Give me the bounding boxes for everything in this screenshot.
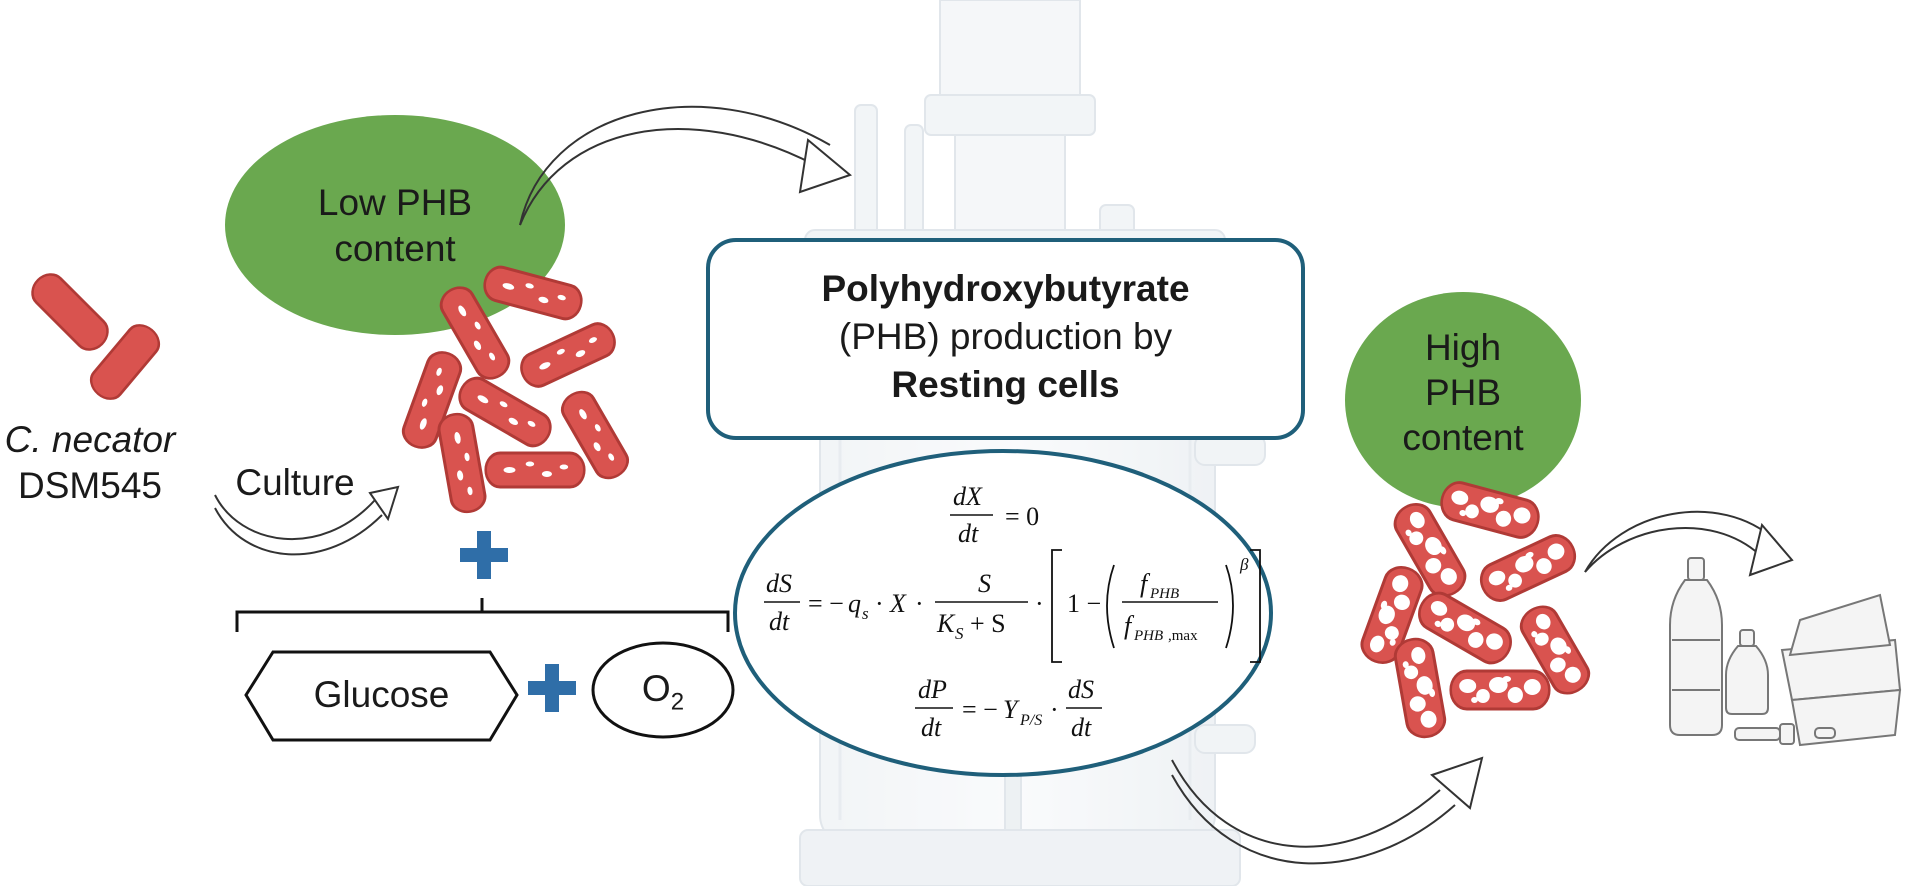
- high-phb-line1: High: [1424, 327, 1502, 368]
- glucose-label: Glucose: [313, 674, 450, 715]
- svg-text:S: S: [955, 624, 964, 643]
- curved-arrow-icon: [214, 485, 400, 556]
- svg-text:= −: = −: [808, 589, 844, 618]
- svg-text:dS: dS: [1068, 675, 1094, 704]
- svg-text:dX: dX: [953, 482, 983, 511]
- low-phb-label: Low PHB content: [280, 180, 510, 273]
- svg-text:Y: Y: [1003, 695, 1020, 724]
- svg-text:s: s: [862, 604, 869, 623]
- glucose-shape: [244, 650, 519, 742]
- oxygen-subscript: 2: [670, 688, 685, 716]
- equation-substrate: dS dt = − q s · X · S K S + S · 1 − f PH…: [764, 549, 1261, 663]
- oxygen-shape: [591, 641, 735, 739]
- svg-text:β: β: [1239, 555, 1249, 574]
- svg-text:·: ·: [1050, 695, 1059, 724]
- svg-text:dt: dt: [769, 607, 790, 636]
- svg-text:1 −: 1 −: [1067, 589, 1101, 618]
- high-phb-cell-cluster: [1355, 477, 1597, 742]
- svg-text:,max: ,max: [1168, 628, 1198, 644]
- process-middle: (PHB) production by: [838, 316, 1173, 358]
- plus-icon: [528, 664, 576, 712]
- svg-text:dt: dt: [958, 519, 979, 548]
- svg-text:K: K: [936, 609, 956, 638]
- low-phb-line2: content: [334, 228, 456, 270]
- curved-arrow-icon: [1584, 510, 1794, 577]
- high-phb-line2: PHB: [1424, 372, 1502, 414]
- equation-product: dP dt = − Y P/S · dS dt: [915, 675, 1102, 742]
- organism-name: C. necator: [4, 419, 176, 460]
- plastic-products-icon: [1669, 557, 1902, 747]
- high-phb-line3: content: [1402, 417, 1524, 459]
- svg-text:·: ·: [915, 589, 924, 618]
- svg-text:dt: dt: [921, 713, 942, 742]
- process-bottom: Resting cells: [891, 364, 1120, 406]
- svg-text:dS: dS: [766, 569, 792, 598]
- process-box-text: Polyhydroxybutyrate (PHB) production by …: [708, 265, 1303, 409]
- plus-icon: [460, 531, 508, 579]
- svg-text:f: f: [1124, 611, 1135, 640]
- substrate-bracket: [235, 598, 730, 632]
- svg-text:P/S: P/S: [1019, 712, 1042, 729]
- svg-text:·: ·: [875, 589, 884, 618]
- svg-text:·: ·: [1035, 589, 1044, 618]
- svg-text:dP: dP: [918, 675, 947, 704]
- svg-text:PHB: PHB: [1133, 628, 1163, 644]
- svg-text:= 0: = 0: [1005, 502, 1039, 531]
- high-phb-label: High PHB content: [1363, 325, 1563, 460]
- culture-label: Culture: [235, 462, 355, 503]
- svg-text:dt: dt: [1071, 713, 1092, 742]
- low-phb-blob: [225, 115, 565, 335]
- svg-text:= −: = −: [962, 695, 998, 724]
- process-title: Polyhydroxybutyrate: [821, 268, 1190, 309]
- low-phb-line1: Low PHB: [317, 182, 473, 223]
- organism-label: C. necator DSM545: [0, 417, 210, 510]
- svg-text:+ S: + S: [970, 609, 1006, 638]
- model-ellipse: [733, 449, 1273, 777]
- svg-text:q: q: [848, 589, 861, 618]
- organism-strain: DSM545: [18, 465, 162, 507]
- svg-text:X: X: [889, 589, 907, 618]
- curved-arrow-icon: [519, 105, 853, 226]
- oxygen-symbol: O: [641, 668, 671, 709]
- oxygen-label: O2: [593, 666, 733, 717]
- high-phb-blob: [1345, 292, 1581, 508]
- bacterium-icon: [24, 266, 167, 407]
- svg-text:PHB: PHB: [1149, 586, 1179, 602]
- svg-text:f: f: [1140, 569, 1151, 598]
- svg-text:S: S: [978, 569, 991, 598]
- process-box: [706, 238, 1305, 440]
- curved-arrow-icon: [1171, 756, 1484, 865]
- equation-biomass: dX dt = 0: [950, 482, 1039, 548]
